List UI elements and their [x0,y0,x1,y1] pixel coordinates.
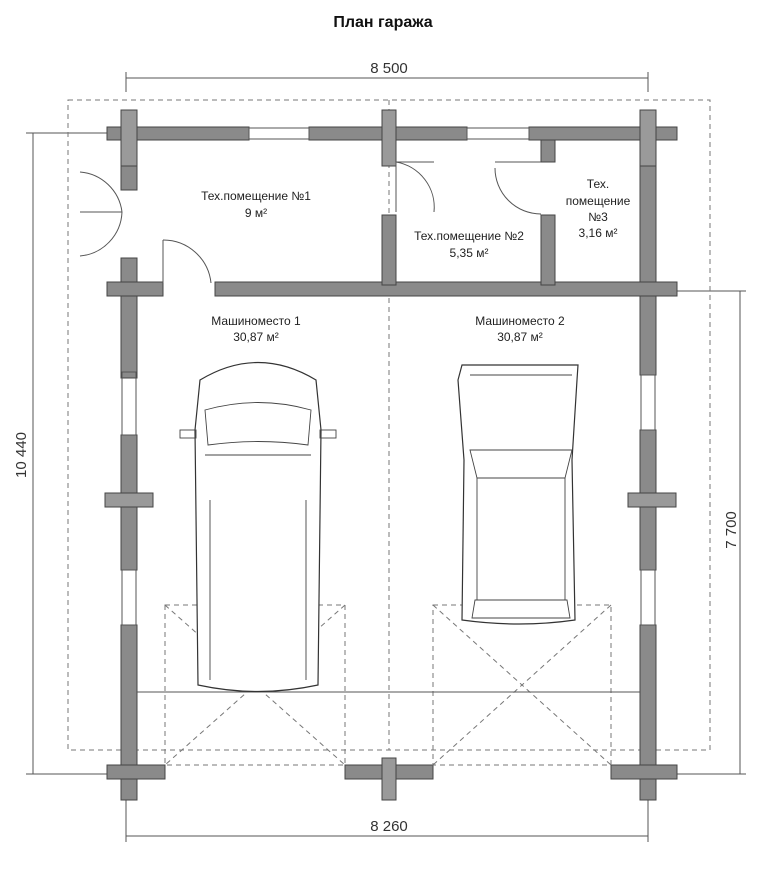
tech3-name-line2: помещение [566,194,631,208]
car-2-icon [457,364,579,625]
room-label-parking1: Машиноместо 1 30,87 м² [211,314,301,344]
tech2-area: 5,35 м² [450,246,489,260]
bottom-width-label: 8 260 [370,818,408,835]
left-height-label: 10 440 [13,432,30,478]
left-dimension: 10 440 [13,132,120,775]
parking2-name: Машиноместо 2 [475,314,565,328]
top-dimension: 8 500 [125,60,649,92]
walls [104,109,678,801]
tech3-name-line1: Тех. [587,177,609,191]
tech1-area: 9 м² [245,206,267,220]
room-label-tech2: Тех.помещение №2 5,35 м² [414,229,524,260]
parking1-area: 30,87 м² [233,330,279,344]
room-label-tech1: Тех.помещение №1 9 м² [201,189,311,220]
bottom-dimension: 8 260 [125,800,649,842]
right-dimension: 7 700 [655,290,746,775]
parking2-area: 30,87 м² [497,330,543,344]
doors [79,161,542,284]
room-label-parking2: Машиноместо 2 30,87 м² [475,314,565,344]
top-width-label: 8 500 [370,60,408,77]
room-label-tech3: Тех. помещение №3 3,16 м² [566,177,631,240]
plan-title: План гаража [333,14,432,31]
tech2-name: Тех.помещение №2 [414,229,524,243]
parking1-name: Машиноместо 1 [211,314,301,328]
tech1-name: Тех.помещение №1 [201,189,311,203]
tech3-name-line3: №3 [588,210,608,224]
car-1-icon [179,361,337,693]
right-height-label: 7 700 [723,511,740,549]
tech3-area: 3,16 м² [579,226,618,240]
